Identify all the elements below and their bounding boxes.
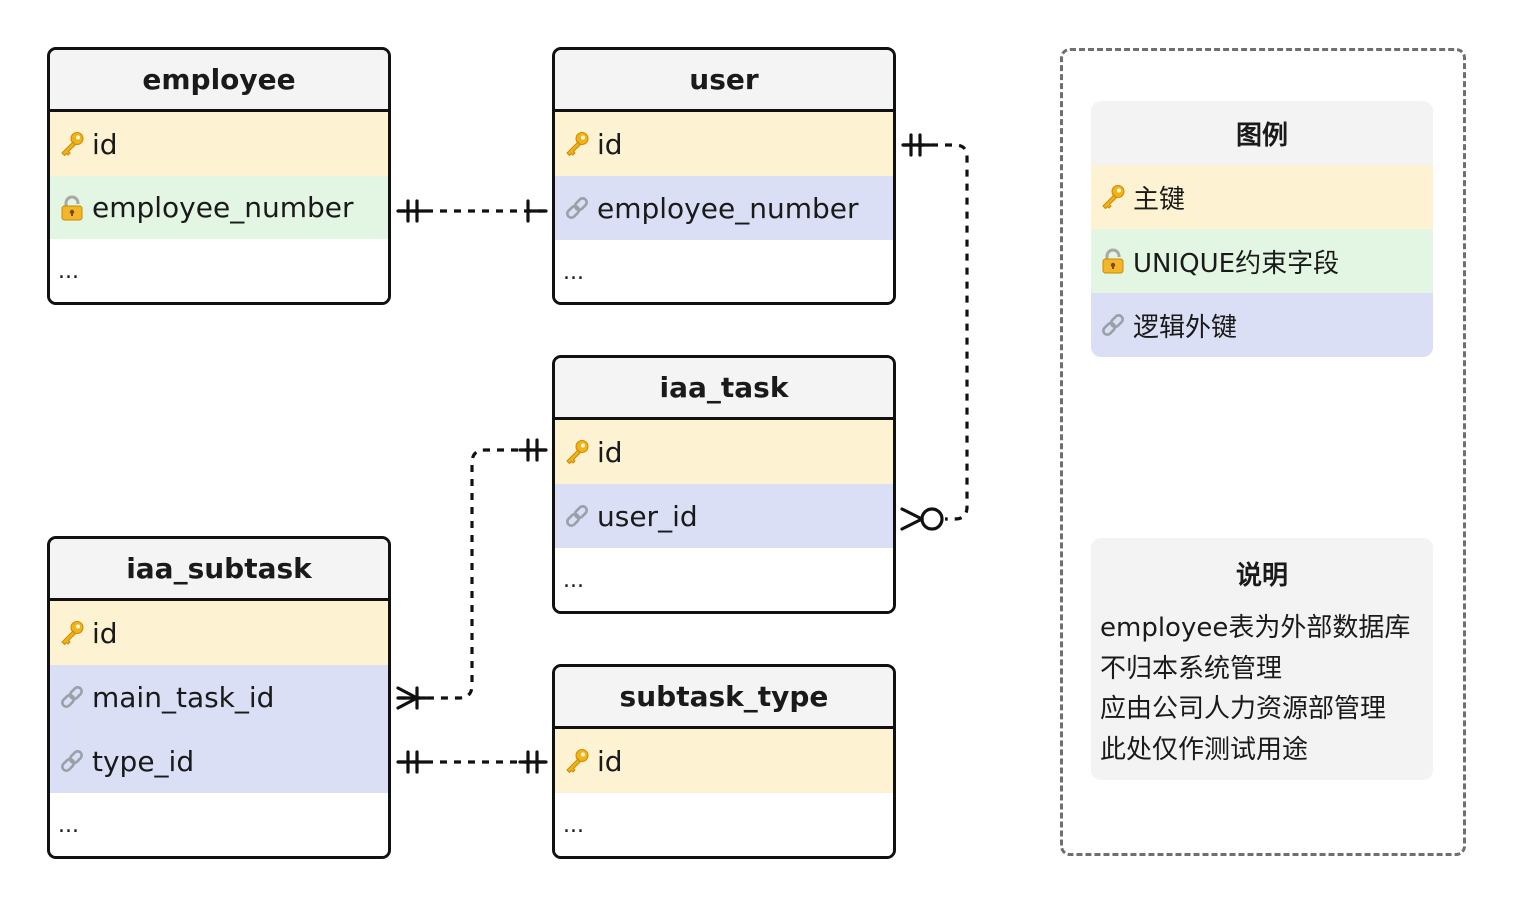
link-icon — [1099, 311, 1127, 339]
field-name: id — [597, 127, 623, 161]
notes-panel: 说明 employee表为外部数据库 不归本系统管理 应由公司人力资源部管理 此… — [1091, 538, 1433, 780]
more-fields: ... — [555, 793, 893, 856]
note-line: 不归本系统管理 — [1100, 653, 1283, 684]
more-fields: ... — [555, 548, 893, 611]
note-line: 此处仅作测试用途 — [1100, 734, 1309, 765]
link-icon — [58, 747, 86, 775]
field-name: id — [597, 435, 623, 469]
entity-title: employee — [50, 50, 388, 112]
legend-item-unique: UNIQUE约束字段 — [1091, 229, 1433, 293]
field-row[interactable]: id — [555, 112, 893, 176]
legend-item-label: 主键 — [1133, 184, 1186, 215]
field-name: id — [92, 127, 118, 161]
relationship-line — [903, 143, 969, 521]
field-name: user_id — [597, 499, 698, 533]
lock-icon — [58, 194, 86, 222]
cardinality-circle — [920, 507, 944, 531]
legend-item-label: 逻辑外键 — [1133, 312, 1238, 343]
field-row[interactable]: user_id — [555, 484, 893, 548]
notes-title: 说明 — [1235, 560, 1288, 591]
key-icon — [58, 130, 86, 158]
entity-title: user — [555, 50, 893, 112]
key-icon — [563, 438, 591, 466]
entity-iaa-task[interactable]: iaa_task id user_id ... — [552, 355, 896, 614]
entity-title: subtask_type — [555, 667, 893, 729]
field-row[interactable]: type_id — [50, 729, 388, 793]
crowfoot-prong — [900, 507, 924, 521]
entity-user[interactable]: user id employee_number ... — [552, 47, 896, 305]
legend-title: 图例 — [1235, 120, 1288, 151]
field-name: type_id — [92, 744, 195, 778]
field-row[interactable]: main_task_id — [50, 665, 388, 729]
field-name: employee_number — [597, 191, 859, 225]
field-row[interactable]: id — [50, 112, 388, 176]
field-row[interactable]: id — [555, 729, 893, 793]
more-fields: ... — [555, 240, 893, 302]
crowfoot-prong — [900, 517, 924, 531]
legend-frame — [1060, 48, 1466, 856]
relationship-line — [398, 448, 546, 700]
legend-panel: 图例 主键 UNIQUE约束字段 逻辑外键 — [1091, 101, 1433, 357]
entity-subtask-type[interactable]: subtask_type id ... — [552, 664, 896, 859]
field-row[interactable]: id — [555, 420, 893, 484]
more-fields: ... — [50, 239, 388, 302]
crowfoot-prong — [396, 696, 419, 710]
link-icon — [563, 194, 591, 222]
link-icon — [563, 502, 591, 530]
key-icon — [563, 130, 591, 158]
crowfoot-prong — [396, 686, 419, 700]
field-name: main_task_id — [92, 680, 275, 714]
field-row[interactable]: employee_number — [555, 176, 893, 240]
entity-title: iaa_subtask — [50, 539, 388, 601]
key-icon — [58, 619, 86, 647]
field-row[interactable]: employee_number — [50, 176, 388, 239]
key-icon — [1099, 183, 1127, 211]
more-fields: ... — [50, 793, 388, 856]
legend-item-foreign-key: 逻辑外键 — [1091, 293, 1433, 357]
entity-employee[interactable]: employee id employee_number ... — [47, 47, 391, 305]
lock-icon — [1099, 247, 1127, 275]
link-icon — [58, 683, 86, 711]
entity-iaa-subtask[interactable]: iaa_subtask id main_task_id type_id ... — [47, 536, 391, 859]
note-line: employee表为外部数据库 — [1100, 613, 1411, 643]
field-name: id — [597, 744, 623, 778]
entity-title: iaa_task — [555, 358, 893, 420]
field-name: id — [92, 616, 118, 650]
legend-item-label: UNIQUE约束字段 — [1133, 248, 1340, 279]
note-line: 应由公司人力资源部管理 — [1100, 694, 1387, 724]
field-name: employee_number — [92, 191, 354, 224]
field-row[interactable]: id — [50, 601, 388, 665]
key-icon — [563, 747, 591, 775]
legend-item-primary-key: 主键 — [1091, 165, 1433, 229]
